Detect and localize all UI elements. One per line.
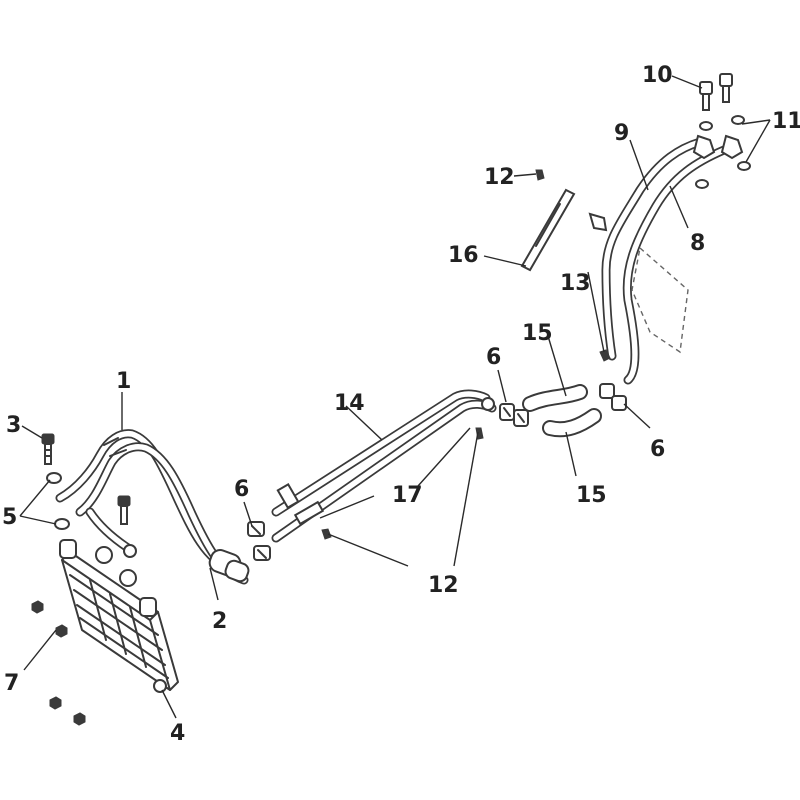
hose-clamps-left — [247, 521, 271, 561]
callout-13: 13 — [560, 271, 591, 296]
o-ring-1 — [699, 121, 713, 131]
small-screw-lower — [321, 528, 332, 540]
callout-14: 14 — [334, 391, 365, 416]
hoses — [522, 384, 602, 438]
callout-6-right: 6 — [650, 437, 665, 462]
washer-lower — [54, 518, 70, 530]
o-ring-4 — [695, 179, 709, 189]
washer-upper — [46, 472, 62, 484]
cooler-pipe-assembly — [55, 429, 250, 585]
o-ring-3 — [737, 161, 751, 171]
callout-15-lower: 15 — [576, 483, 607, 508]
callout-9: 9 — [614, 121, 629, 146]
hose-clamps-middle — [499, 403, 529, 427]
banjo-bolts — [699, 73, 733, 111]
callout-6-middle: 6 — [486, 345, 501, 370]
callout-3: 3 — [6, 413, 21, 438]
nuts-group — [31, 600, 86, 726]
callout-12-top: 12 — [484, 165, 515, 190]
callout-6-left: 6 — [234, 477, 249, 502]
hose-clamps-right — [599, 383, 627, 411]
callout-16: 16 — [448, 243, 479, 268]
callout-15-upper: 15 — [522, 321, 553, 346]
bolt-middle — [117, 495, 131, 525]
bolt-left — [41, 433, 55, 465]
callout-5: 5 — [2, 505, 17, 530]
callout-1: 1 — [116, 369, 131, 394]
clip — [588, 212, 608, 232]
o-ring-2 — [731, 115, 745, 125]
small-screw-upper — [535, 169, 545, 181]
callout-8: 8 — [690, 231, 705, 256]
leader-lines — [19, 75, 771, 719]
callout-12-bottom: 12 — [428, 573, 459, 598]
callout-11: 11 — [772, 109, 800, 134]
cooler-core — [59, 539, 179, 693]
callout-10: 10 — [642, 63, 673, 88]
callout-17: 17 — [392, 483, 423, 508]
long-pipe-pair — [271, 389, 497, 543]
callout-4: 4 — [170, 721, 185, 746]
callout-2: 2 — [212, 609, 227, 634]
callout-7: 7 — [4, 671, 19, 696]
mounting-strip — [520, 188, 576, 272]
upper-pipe-pair — [601, 134, 744, 385]
